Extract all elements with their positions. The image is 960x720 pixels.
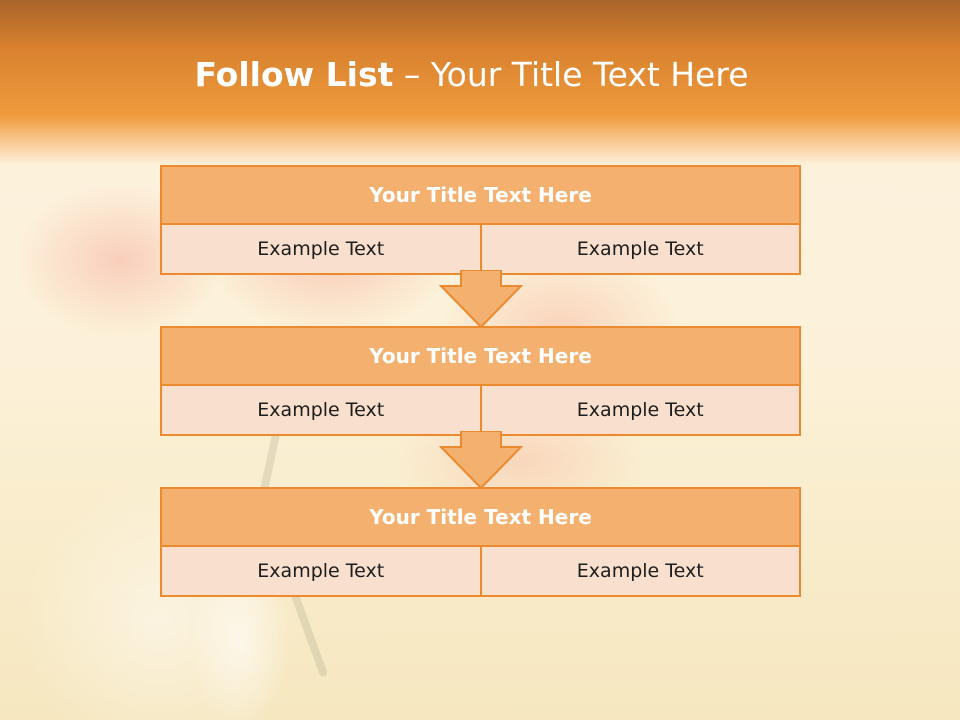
title-bar xyxy=(0,0,960,165)
slide-title: Follow List – Your Title Text Here xyxy=(0,50,943,100)
step-cell-left: Example Text xyxy=(162,547,480,595)
step-title: Your Title Text Here xyxy=(162,328,799,386)
step-cell-right: Example Text xyxy=(479,225,799,273)
step-block-2: Your Title Text Here Example Text Exampl… xyxy=(160,326,801,436)
down-arrow-icon xyxy=(439,270,523,328)
step-cells: Example Text Example Text xyxy=(162,386,799,434)
step-title: Your Title Text Here xyxy=(162,167,799,225)
down-arrow-icon xyxy=(439,431,523,489)
slide-title-rest: – Your Title Text Here xyxy=(403,55,749,94)
step-cell-left: Example Text xyxy=(162,225,480,273)
step-block-3: Your Title Text Here Example Text Exampl… xyxy=(160,487,801,597)
step-cell-right: Example Text xyxy=(479,547,799,595)
step-cells: Example Text Example Text xyxy=(162,225,799,273)
step-block-1: Your Title Text Here Example Text Exampl… xyxy=(160,165,801,275)
step-cell-right: Example Text xyxy=(479,386,799,434)
slide-title-bold: Follow List xyxy=(194,55,394,94)
step-cells: Example Text Example Text xyxy=(162,547,799,595)
step-cell-left: Example Text xyxy=(162,386,480,434)
step-title: Your Title Text Here xyxy=(162,489,799,547)
